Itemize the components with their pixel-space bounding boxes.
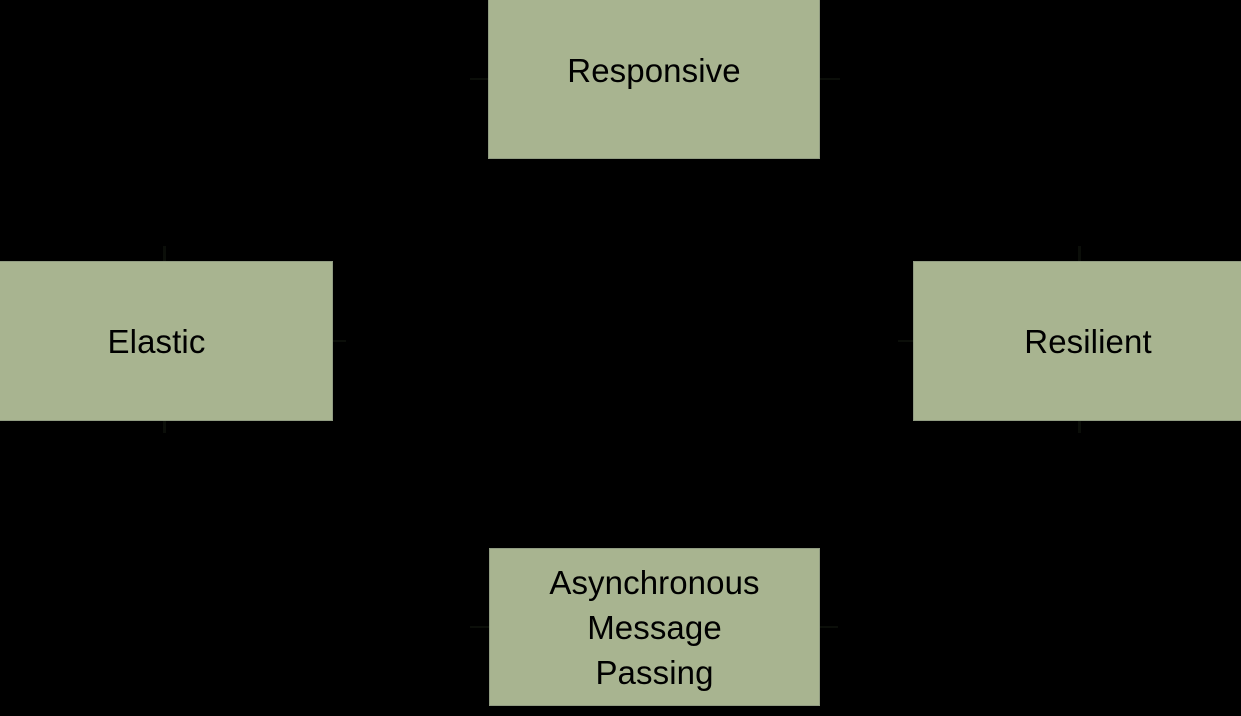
node-responsive[interactable]: Responsive <box>488 0 820 159</box>
node-elastic[interactable]: Elastic <box>0 261 333 421</box>
connector-async-resilient <box>818 626 838 628</box>
connector-async-elastic <box>470 626 492 628</box>
connector-elastic-bottom <box>163 419 166 433</box>
connector-elastic-responsive <box>163 246 166 262</box>
node-responsive-label: Responsive <box>567 52 741 89</box>
connector-resilient-bottom <box>1078 419 1081 433</box>
node-elastic-label: Elastic <box>107 322 206 360</box>
connector-responsive-elastic <box>470 78 490 80</box>
node-async-message-passing-label: Asynchronous Message Passing <box>549 563 760 691</box>
node-async-message-passing[interactable]: Asynchronous Message Passing <box>489 548 820 706</box>
connector-resilient-responsive <box>1078 246 1081 262</box>
connector-resilient-async <box>898 340 916 342</box>
connector-responsive-resilient <box>818 78 840 80</box>
connector-elastic-async <box>330 340 346 342</box>
node-resilient[interactable]: Resilient <box>913 261 1241 421</box>
node-resilient-label: Resilient <box>1024 322 1152 360</box>
